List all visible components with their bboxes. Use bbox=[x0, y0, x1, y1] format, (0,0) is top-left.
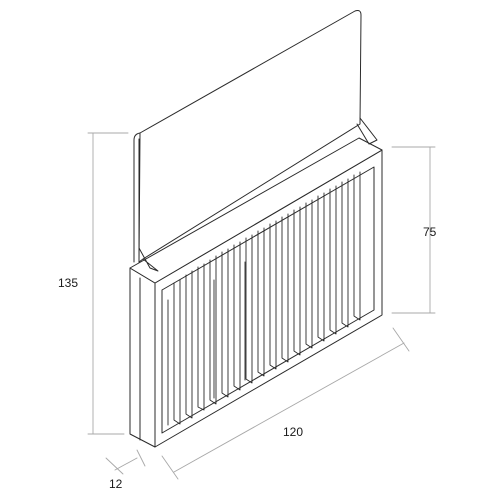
box-body bbox=[129, 137, 383, 448]
box-top-edge bbox=[129, 137, 383, 284]
back-panel bbox=[133, 10, 362, 263]
dim-width bbox=[161, 327, 410, 480]
dim-depth bbox=[105, 449, 146, 475]
depth-label: 12 bbox=[109, 477, 123, 491]
left-bracket bbox=[138, 247, 159, 272]
panel-brackets bbox=[138, 117, 378, 272]
fin-dividers bbox=[167, 171, 361, 426]
box-inner-opening bbox=[161, 166, 375, 434]
dimension-lines bbox=[87, 132, 436, 480]
width-label: 120 bbox=[283, 425, 304, 439]
dim-overall-height bbox=[87, 132, 129, 435]
box-left-side bbox=[129, 267, 156, 448]
right-bracket bbox=[356, 117, 378, 145]
overall-height-label: 135 bbox=[58, 276, 79, 290]
front-height-label: 75 bbox=[423, 225, 437, 239]
dim-front-height bbox=[391, 146, 436, 314]
